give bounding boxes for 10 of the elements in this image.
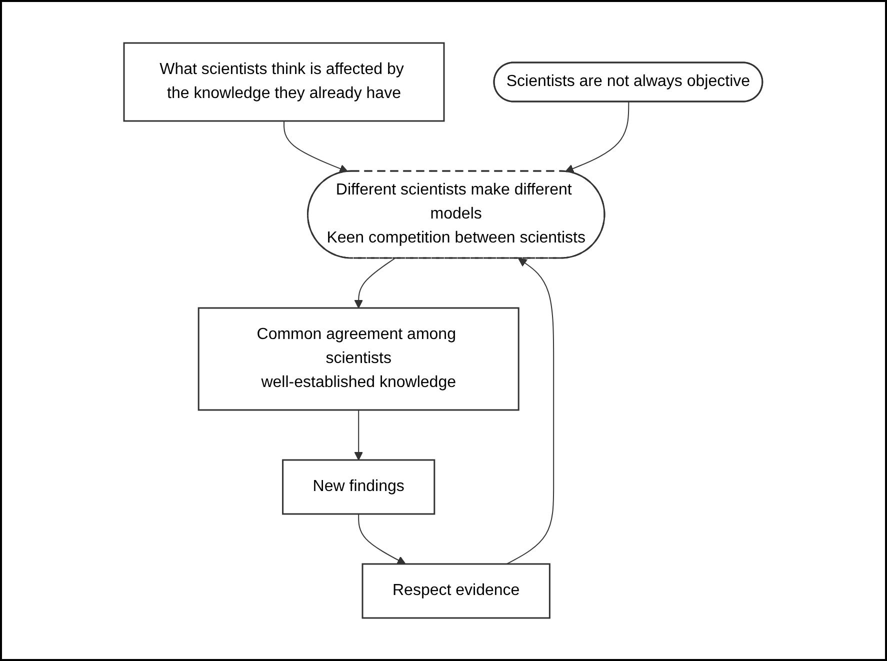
- arrow: [354, 258, 396, 308]
- arrow: [565, 102, 630, 173]
- node-box: Respect evidence: [362, 563, 551, 619]
- node-box: New findings: [282, 459, 436, 515]
- arrow: [506, 258, 554, 564]
- node-box: Common agreement among scientists well-established knowledge: [198, 307, 520, 411]
- node-box: What scientists think is affected by the knowledge they already have: [124, 42, 446, 122]
- arrow: [284, 120, 348, 173]
- arrow: [358, 513, 406, 564]
- arrow: [354, 410, 364, 460]
